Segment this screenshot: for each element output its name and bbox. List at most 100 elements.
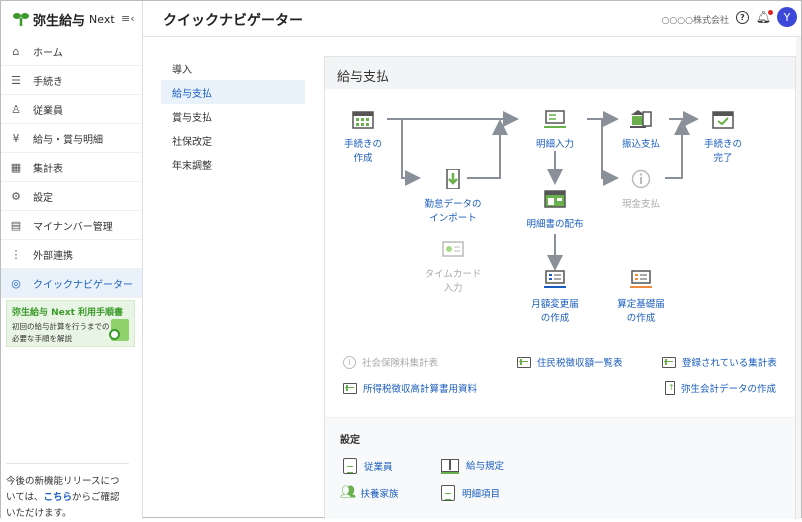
sidebar-item-employees[interactable]: ♙従業員 [1,95,142,124]
subnav-item-year-end[interactable]: 年末調整 [172,160,212,172]
node-furikomi[interactable]: 振込支払 [601,109,681,152]
collapse-sidebar-icon[interactable]: ≡‹ [121,12,135,25]
subnav: 導入 給与支払 賞与支払 社保改定 年末調整 [161,56,305,176]
sidebar-item-mynumber[interactable]: ▤マイナンバー管理 [1,211,142,240]
info-icon: i [343,355,356,369]
scrollbar[interactable] [796,37,801,519]
sidebar-item-integration[interactable]: ⋮外部連携 [1,240,142,269]
settings-link-dependents[interactable]: 👥︎扶養家族 [340,485,399,500]
sprout-icon [13,13,29,26]
link-income-tax-materials[interactable]: 所得税徴収高計算書用資料 [343,381,477,395]
release-link[interactable]: こちら [43,492,73,503]
settings-link-employees[interactable]: 従業員 [343,458,393,474]
sidebar-item-quick-navigator[interactable]: ◎ クイックナビゲーター [1,269,142,298]
link-resident-tax-list[interactable]: 住民税徴収額一覧表 [517,355,623,369]
sidebar-item-label: 集計表 [33,163,63,175]
sidebar-item-reports[interactable]: ▦集計表 [1,153,142,182]
sidebar-item-label: ホーム [33,47,63,59]
sidebar: 弥生給与 Next ≡‹ ⌂ ホーム ☰手続き ♙従業員 ¥ 給与・賞与明細 ▦集計… [1,1,143,519]
magnifier-icon [109,329,120,340]
app-logo[interactable]: 弥生給与 Next [13,9,115,29]
node-genkin: 現金支払 [601,169,681,212]
banner-title: 弥生給与 Next 利用手順書 [12,308,124,318]
company-name[interactable]: ○○○○株式会社 [661,16,729,26]
sidebar-item-settings[interactable]: ⚙ 設定 [1,182,142,211]
node-create-procedure[interactable]: 手続きの作成 [323,109,403,166]
sidebar-item-procedures[interactable]: ☰手続き [1,66,142,95]
node-import-attendance[interactable]: 勤怠データのインポート [413,168,493,226]
payslip-doc-icon [441,485,455,501]
sidebar-item-payslips[interactable]: ¥ 給与・賞与明細 [1,124,142,153]
report-icon [517,356,531,368]
logo-text: 弥生給与 [33,13,86,29]
node-meisai-distribution[interactable]: 明細書の配布 [515,189,595,232]
arrow-genkin-to-main [665,119,690,179]
node-complete-procedure[interactable]: 手続きの完了 [683,109,763,166]
sidebar-item-label: 設定 [33,192,53,204]
node-meisai-input[interactable]: 明細入力 [515,109,595,152]
node-label: 振込支払 [621,139,660,150]
notification-dot [768,10,773,15]
subnav-item-salary[interactable]: 給与支払 [161,80,305,104]
link-label: 扶養家族 [360,488,399,500]
link-label: 弥生会計データの作成 [681,384,777,395]
link-label: 明細項目 [462,489,501,500]
node-label: 勤怠データの [424,199,482,210]
settings-link-salary-rules[interactable]: 給与規定 [441,458,504,472]
node-label: 入力 [443,283,463,294]
subnav-item-bonus[interactable]: 賞与支払 [172,112,212,124]
node-label: 算定基礎届 [617,299,665,310]
header: クイックナビゲーター ○○○○株式会社 ? 🔔︎ Y [143,1,801,37]
home-icon: ⌂ [12,44,20,58]
sidebar-nav: ⌂ ホーム ☰手続き ♙従業員 ¥ 給与・賞与明細 ▦集計表 ⚙ 設定 ▤マイナンバー… [1,37,142,298]
settings-link-payslip-items[interactable]: 明細項目 [441,485,500,501]
form-blue-icon [544,270,566,288]
report-icon [662,356,676,368]
connect-icon: ⋮ [10,247,22,261]
node-label: の作成 [626,313,656,324]
node-label: の作成 [540,313,570,324]
sidebar-item-label: 従業員 [33,105,63,117]
node-label: 手続きの [703,139,742,150]
link-label: 従業員 [364,462,393,473]
link-yayoi-accounting-export[interactable]: ↑ 弥生会計データの作成 [665,381,776,395]
manual-banner[interactable]: 弥生給与 Next 利用手順書 初回の給与計算を行うまでの必要な手順を解説 [6,300,135,347]
node-label: 作成 [353,153,373,164]
employee-doc-icon [343,458,357,474]
compass-icon: ◎ [11,276,21,290]
flow-diagram: 手続きの作成 勤怠データのインポート タイムカード入力 明細入力 明細書の配布 … [325,89,795,344]
gear-icon: ⚙ [11,189,21,203]
help-icon[interactable]: ? [736,11,749,24]
salary-card: 給与支払 手続きの作成 勤怠データのインポート [324,56,796,519]
link-label: 社会保険料集計表 [362,358,439,369]
book-icon [441,458,459,472]
yen-icon: ¥ [12,131,20,145]
id-card-icon: ▤ [10,218,22,232]
banner-desc-line2: 必要な手順を解説 [12,334,72,343]
timecard-icon [442,241,464,257]
link-label: 給与規定 [466,461,505,472]
bell-icon[interactable]: 🔔︎ [755,10,773,24]
export-icon: ↑ [665,381,675,395]
sidebar-item-label: クイックナビゲーター [33,279,133,291]
release-text-end: からご確認いただけます。 [6,492,120,519]
node-label: 現金支払 [621,199,660,210]
calendar-check-icon [712,111,734,129]
subnav-item-intro[interactable]: 導入 [172,64,192,76]
info-icon [631,169,651,189]
node-label: 明細入力 [535,139,574,150]
link-registered-reports[interactable]: 登録されている集計表 [662,355,777,369]
calendar-icon [352,111,374,129]
node-getsugaku[interactable]: 月額変更届の作成 [515,269,595,326]
page-title: クイックナビゲーター [163,13,303,29]
node-timecard: タイムカード入力 [413,239,493,296]
sidebar-item-label: 給与・賞与明細 [33,134,103,146]
node-santei[interactable]: 算定基礎届の作成 [601,269,681,326]
sidebar-item-home[interactable]: ⌂ ホーム [1,37,142,66]
avatar[interactable]: Y [777,7,797,27]
checklist-icon: ☰ [11,73,21,87]
node-label: 月額変更届 [531,299,579,310]
subnav-item-insurance-revision[interactable]: 社保改定 [172,136,212,148]
logo-suffix: Next [89,12,115,26]
banner-desc-line1: 初回の給与計算を行うまでの [12,322,110,331]
